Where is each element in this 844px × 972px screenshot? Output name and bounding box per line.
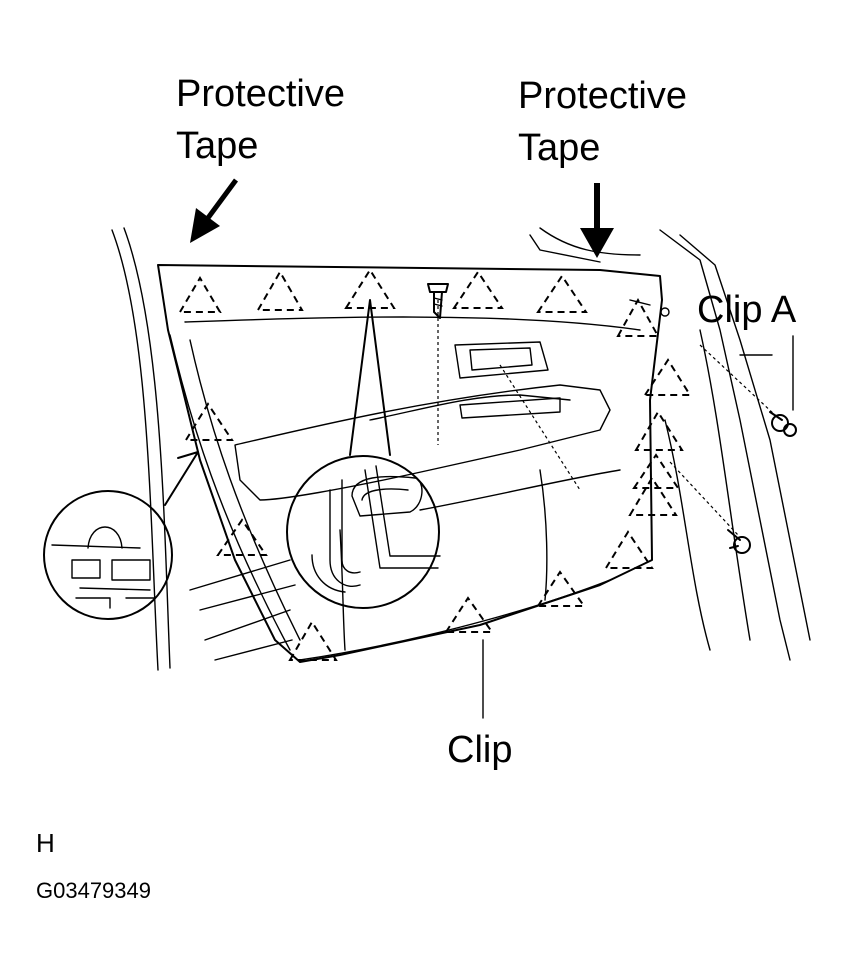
figure-id: G03479349 [36, 878, 151, 903]
detail-circle-center [286, 299, 441, 609]
screw-icon [427, 283, 449, 319]
clip-a-label: Clip A [697, 289, 797, 331]
clip-markers [178, 268, 692, 661]
protective-tape-right-label: Protective Tape [518, 70, 687, 174]
door-frame [111, 227, 811, 671]
clip-label: Clip [447, 729, 513, 771]
clip-a-icon [769, 411, 797, 437]
trim-panel [157, 264, 670, 663]
protective-tape-right-line1: Protective [518, 75, 687, 117]
arrow-icon-right [580, 183, 614, 258]
detail-circle-left [43, 451, 199, 620]
protective-tape-left-line1: Protective [176, 73, 345, 115]
protective-tape-left-line2: Tape [176, 125, 259, 167]
protective-tape-right-line2: Tape [518, 127, 601, 169]
protective-tape-left-label: Protective Tape [176, 68, 345, 172]
clip-icon [727, 529, 751, 554]
dashed-leaders [437, 300, 776, 536]
view-letter: H [36, 828, 55, 858]
arrow-icon-left [190, 178, 239, 243]
label-leaders [482, 335, 794, 719]
